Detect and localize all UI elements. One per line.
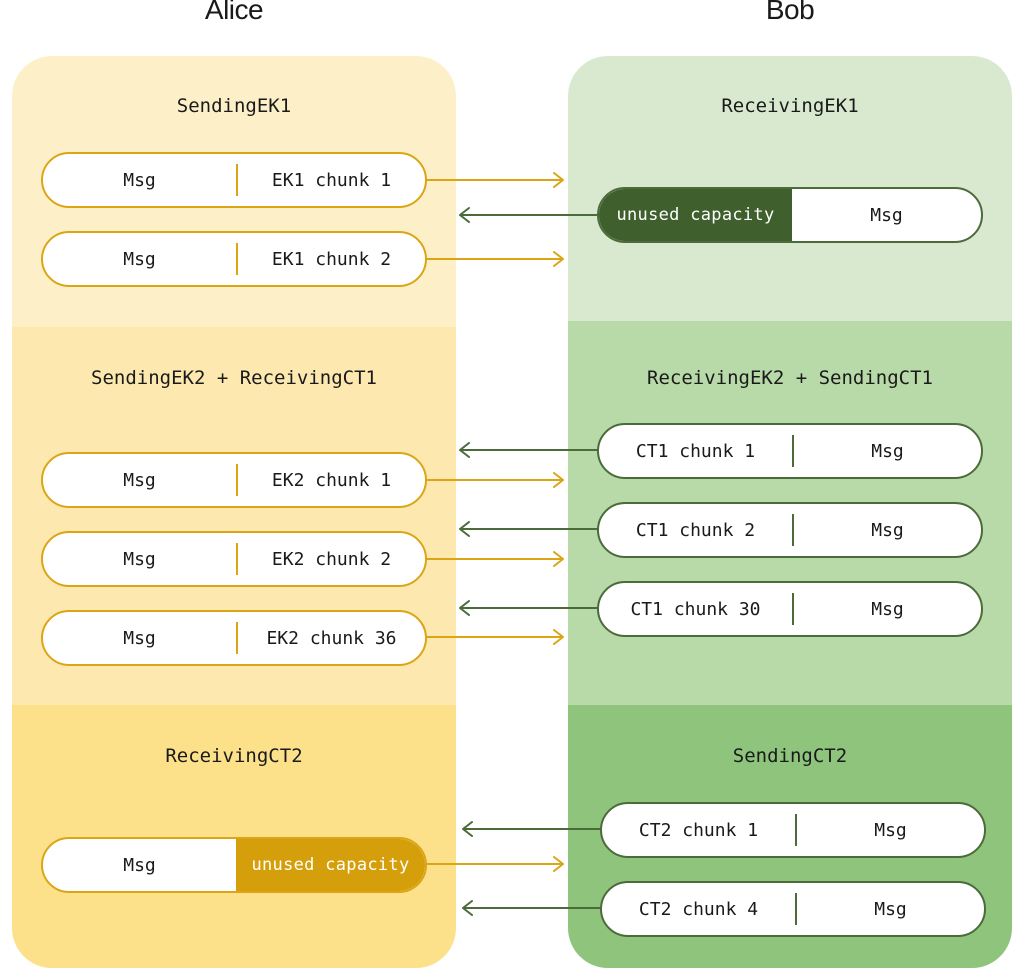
divider <box>236 464 238 496</box>
chunk-part: CT1 chunk 1 <box>635 440 756 462</box>
alice-message: Msg EK2 chunk 36 <box>41 610 427 666</box>
alice-title: Alice <box>204 0 264 25</box>
divider <box>236 543 238 575</box>
alice-state-2: SendingEK2 + ReceivingCT1 <box>91 367 377 389</box>
bob-state-1: ReceivingEK1 <box>721 95 859 117</box>
unused-capacity: unused capacity <box>599 189 792 241</box>
bob-message: CT2 chunk 4 Msg <box>600 881 986 937</box>
alice-state-3: ReceivingCT2 <box>165 745 303 767</box>
divider <box>795 814 797 846</box>
chunk-part: EK2 chunk 1 <box>271 469 392 491</box>
bob-message: CT1 chunk 1 Msg <box>597 423 983 479</box>
divider <box>792 514 794 546</box>
message-part: Msg <box>123 248 156 270</box>
chunk-part: EK2 chunk 2 <box>271 548 392 570</box>
divider <box>236 164 238 196</box>
alice-phase-3 <box>12 705 456 968</box>
message-part: Msg <box>871 440 904 462</box>
divider <box>792 593 794 625</box>
bob-message: CT2 chunk 1 Msg <box>600 802 986 858</box>
chunk-part: EK2 chunk 36 <box>266 627 397 649</box>
message-part: Msg <box>123 469 156 491</box>
message-part: Msg <box>123 854 156 876</box>
bob-message: CT1 chunk 2 Msg <box>597 502 983 558</box>
message-part: Msg <box>123 627 156 649</box>
bob-message: unused capacity Msg <box>597 187 983 243</box>
bob-title: Bob <box>765 0 815 25</box>
alice-message: Msg EK2 chunk 2 <box>41 531 427 587</box>
message-part: Msg <box>871 519 904 541</box>
message-part: Msg <box>123 548 156 570</box>
message-part: Msg <box>874 819 907 841</box>
chunk-part: CT2 chunk 1 <box>638 819 759 841</box>
alice-message: Msg EK1 chunk 2 <box>41 231 427 287</box>
alice-column <box>12 56 456 968</box>
bob-message: CT1 chunk 30 Msg <box>597 581 983 637</box>
chunk-part: EK1 chunk 1 <box>271 169 392 191</box>
divider <box>236 622 238 654</box>
bob-state-2: ReceivingEK2 + SendingCT1 <box>647 367 933 389</box>
alice-message: Msg EK2 chunk 1 <box>41 452 427 508</box>
unused-capacity: unused capacity <box>236 839 425 891</box>
divider <box>792 435 794 467</box>
chunk-part: CT2 chunk 4 <box>638 898 759 920</box>
alice-state-1: SendingEK1 <box>176 95 292 117</box>
message-part: Msg <box>871 598 904 620</box>
divider <box>795 893 797 925</box>
alice-message: Msg unused capacity <box>41 837 427 893</box>
divider <box>236 243 238 275</box>
message-part: Msg <box>874 898 907 920</box>
bob-state-3: SendingCT2 <box>732 745 848 767</box>
message-part: Msg <box>123 169 156 191</box>
alice-message: Msg EK1 chunk 1 <box>41 152 427 208</box>
chunk-part: CT1 chunk 30 <box>630 598 761 620</box>
chunk-part: CT1 chunk 2 <box>635 519 756 541</box>
message-part: Msg <box>870 204 903 226</box>
chunk-part: EK1 chunk 2 <box>271 248 392 270</box>
